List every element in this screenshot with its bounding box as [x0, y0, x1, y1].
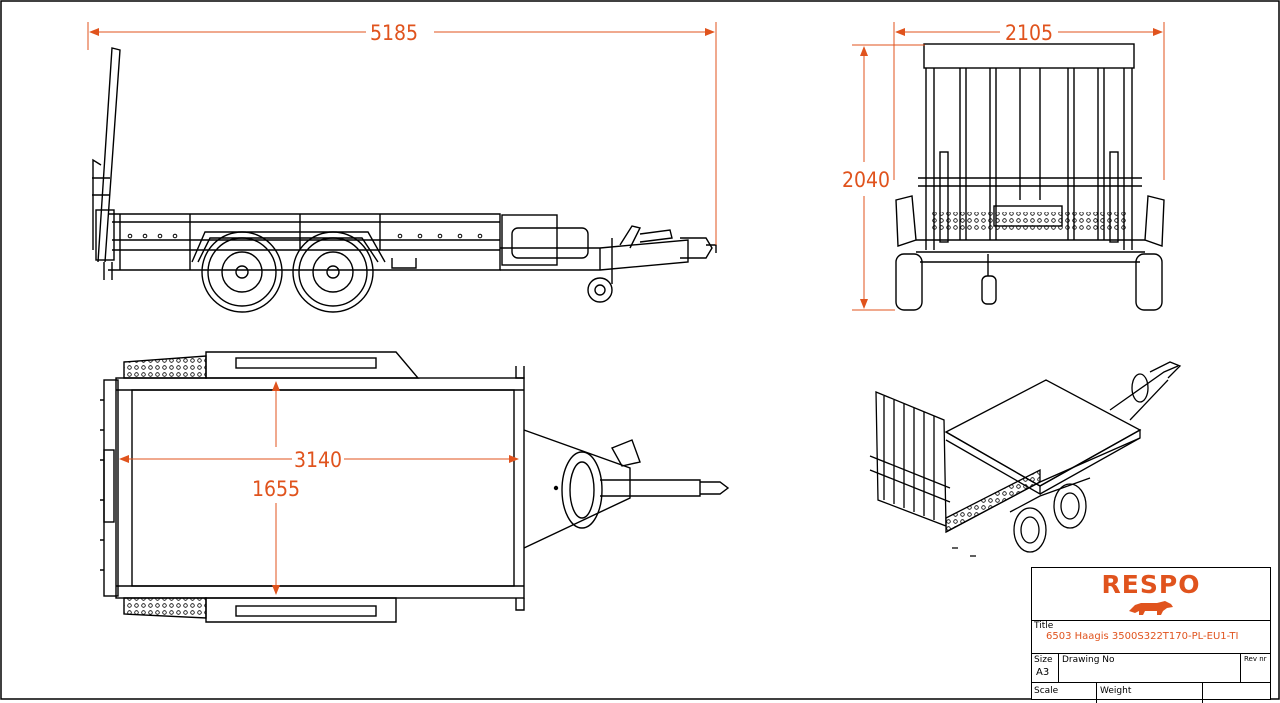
top-view	[100, 351, 730, 623]
size-label: Size	[1034, 655, 1053, 665]
dim-label-length: 5185	[370, 21, 418, 45]
dim-overall-width: 2105	[893, 21, 1165, 180]
weight-label: Weight	[1100, 686, 1132, 696]
dim-deck-length: 3140	[119, 448, 519, 472]
dim-overall-length: 5185	[87, 21, 717, 245]
title-label: Title	[1034, 621, 1054, 631]
side-view	[92, 47, 717, 313]
title-block-row-size: Size A3 Drawing No Rev nr	[1032, 653, 1270, 682]
title-value: 6503 Haagis 3500S322T170-PL-EU1-TI	[1046, 631, 1239, 642]
scale-label: Scale	[1034, 686, 1059, 696]
logo-area: RESPO	[1032, 568, 1270, 621]
dim-label-deck-width: 1655	[252, 477, 300, 501]
title-block: RESPO Title 6503 Haagis 3500S322T170-PL-…	[1031, 567, 1271, 703]
title-block-row-scale: Scale Weight	[1032, 682, 1270, 703]
brand-logo-text: RESPO	[1101, 570, 1201, 599]
rev-label: Rev nr	[1244, 655, 1267, 663]
dim-label-height: 2040	[842, 168, 890, 192]
size-value: A3	[1036, 667, 1050, 678]
isometric-view	[869, 361, 1182, 557]
dim-label-width: 2105	[1005, 21, 1053, 45]
dim-deck-width: 1655	[252, 381, 300, 595]
dim-label-deck-length: 3140	[294, 448, 342, 472]
dim-overall-height: 2040	[842, 44, 925, 311]
bull-logo-icon	[1129, 601, 1173, 615]
drawing-no-label: Drawing No	[1062, 655, 1115, 665]
front-view	[895, 43, 1165, 311]
